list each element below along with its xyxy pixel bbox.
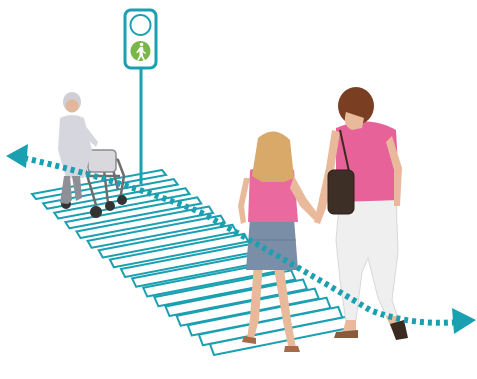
arrow-left-icon <box>6 144 28 168</box>
elderly-woman-with-walker <box>58 92 127 218</box>
crosswalk-stripe <box>175 287 321 327</box>
arrow-right-icon <box>452 308 476 334</box>
crosswalk-stripe <box>108 232 250 269</box>
crosswalk-stripe <box>52 187 192 220</box>
pedestrian-signal <box>123 8 158 184</box>
woman-in-pink-top <box>314 87 408 340</box>
crosswalk-stripe <box>41 178 180 210</box>
girl-in-pink-top <box>238 131 318 352</box>
crosswalk-stripe <box>197 305 344 347</box>
crosswalk-stripe <box>30 168 168 201</box>
walking-person-icon <box>136 42 146 61</box>
walking-direction-arrow <box>6 144 476 334</box>
crosswalk-stripe <box>152 269 297 308</box>
crosswalk-stripe <box>208 314 356 357</box>
crosswalk-stripe <box>74 205 215 240</box>
crosswalk-stripe <box>119 241 262 279</box>
crosswalk-stripe <box>63 196 203 230</box>
circle-off-light-icon <box>129 14 152 36</box>
